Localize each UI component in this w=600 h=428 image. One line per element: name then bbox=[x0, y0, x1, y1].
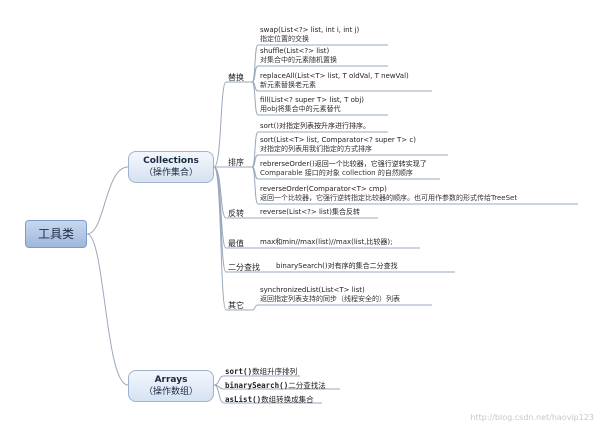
leaf-desc: 返回一个比较器，它强行逆转指定比较器的顺序。也可用作参数的形式传给TreeSet bbox=[260, 194, 518, 202]
leaf-desc: 对指定的列表用我们指定的方式排序 bbox=[260, 145, 372, 153]
collections-subtitle: （操作集合） bbox=[143, 168, 198, 178]
root-label: 工具类 bbox=[37, 227, 74, 241]
leaf-rebrerseorder: rebrerseOrder()返回一个比较器，它强行逆转实现了 Comparab… bbox=[260, 160, 427, 178]
category-other: 其它 bbox=[228, 301, 244, 310]
leaf-synchronizedlist: synchronizedList(List<T> list) 返回指定列表支持的… bbox=[260, 286, 400, 304]
leaf-sig: replaceAll(List<T> list, T oldVal, T new… bbox=[260, 72, 409, 80]
leaf-desc: 对集合中的元素随机置换 bbox=[260, 56, 337, 64]
leaf-desc: 指定位置的交换 bbox=[260, 35, 309, 43]
leaf-sig: rebrerseOrder()返回一个比较器，它强行逆转实现了 bbox=[260, 160, 427, 168]
leaf-sig: synchronizedList(List<T> list) bbox=[260, 286, 365, 294]
leaf-sort-comparator: sort(List<T> list, Comparator<? super T>… bbox=[260, 136, 416, 154]
leaf-sort: sort()对指定列表按升序进行排序。 bbox=[260, 122, 370, 131]
leaf-swap: swap(List<?> list, int i, int j) 指定位置的交换 bbox=[260, 26, 359, 44]
leaf-desc: Comparable 接口的对象 collection 的自然顺序 bbox=[260, 169, 413, 177]
collections-title: Collections bbox=[143, 156, 199, 166]
leaf-sig: reverseOrder(Comparator<T> cmp) bbox=[260, 185, 387, 193]
leaf-desc: 用obj将集合中的元素替代 bbox=[260, 105, 341, 113]
leaf-reverse: reverse(List<?> list)集合反转 bbox=[260, 208, 360, 216]
root-node: 工具类 bbox=[25, 220, 87, 248]
leaf-sig: shuffle(List<?> list) bbox=[260, 47, 330, 55]
leaf-sig: fill(List<? super T> list, T obj) bbox=[260, 96, 365, 104]
category-sort: 排序 bbox=[228, 158, 244, 167]
leaf-replaceall: replaceAll(List<T> list, T oldVal, T new… bbox=[260, 72, 409, 90]
leaf-binarysearch: binarySearch()对有序的集合二分查找 bbox=[276, 262, 398, 270]
leaf-sig: sort(List<T> list, Comparator<? super T>… bbox=[260, 136, 416, 144]
leaf-fill: fill(List<? super T> list, T obj) 用obj将集… bbox=[260, 96, 364, 114]
leaf-desc: 返回指定列表支持的同步（线程安全的）列表 bbox=[260, 295, 400, 303]
arrays-item-text: 二分查找法 bbox=[288, 381, 326, 390]
arrays-item-text: 数组转换成集合 bbox=[261, 395, 314, 404]
arrays-item-name: binarySearch() bbox=[225, 381, 289, 390]
category-binary: 二分查找 bbox=[228, 263, 260, 272]
arrays-item-text: 数组升序排列 bbox=[252, 367, 298, 376]
arrays-node: Arrays （操作数组） bbox=[128, 370, 214, 402]
leaf-desc: 新元素替换老元素 bbox=[260, 81, 316, 89]
collections-node: Collections （操作集合） bbox=[128, 151, 214, 183]
leaf-sig: sort()对指定列表按升序进行排序。 bbox=[260, 122, 371, 130]
arrays-item-aslist: asList()数组转换成集合 bbox=[225, 394, 314, 405]
arrays-item-binarysearch: binarySearch()二分查找法 bbox=[225, 380, 326, 391]
leaf-maxmin: max和min//max(list)//max(list,比较器); bbox=[260, 238, 393, 246]
category-reverse: 反转 bbox=[228, 209, 244, 218]
arrays-subtitle: （操作数组） bbox=[143, 387, 198, 397]
leaf-reverseorder: reverseOrder(Comparator<T> cmp) 返回一个比较器，… bbox=[260, 185, 517, 203]
arrays-item-sort: sort()数组升序排列 bbox=[225, 366, 297, 377]
watermark: http://blog.csdn.net/haovip123 bbox=[470, 413, 594, 422]
leaf-shuffle: shuffle(List<?> list) 对集合中的元素随机置换 bbox=[260, 47, 337, 65]
arrays-title: Arrays bbox=[154, 375, 188, 385]
leaf-sig: swap(List<?> list, int i, int j) bbox=[260, 26, 360, 34]
arrays-item-name: asList() bbox=[225, 395, 262, 404]
category-replace: 替换 bbox=[228, 73, 244, 82]
category-extreme: 最值 bbox=[228, 239, 244, 248]
arrays-item-name: sort() bbox=[225, 367, 253, 376]
